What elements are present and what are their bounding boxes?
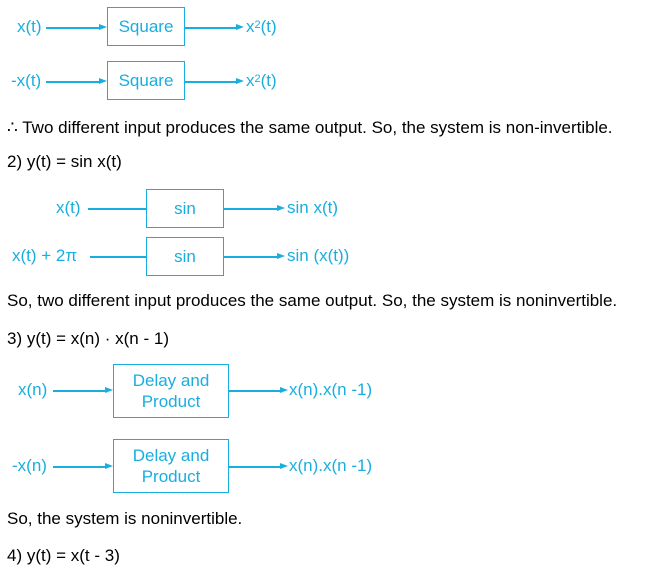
d2-row1-arrow-in	[88, 208, 147, 210]
d3-row1-arrowhead-out	[280, 387, 288, 393]
d3-row1-arrow-in	[53, 390, 106, 392]
d2-row1-arrow-out	[224, 208, 278, 210]
d2-row1-input: x(t)	[56, 198, 81, 217]
d2-row2-output: sin (x(t))	[287, 246, 350, 265]
d2-row2-sin-block: sin	[146, 237, 224, 276]
d1-row1-arrowhead-out	[236, 24, 244, 30]
d1-row2-block-label: Square	[118, 71, 174, 90]
d3-row1-output: x(n).x(n -1)	[289, 380, 373, 399]
d1-row1-arrow-out	[185, 27, 237, 29]
heading-3: 3) y(t) = x(n) · x(n - 1)	[7, 329, 169, 348]
d2-row1-arrowhead-out	[277, 205, 285, 211]
d3-row2-arrowhead-in	[105, 463, 113, 469]
d1-row2-arrow-out	[185, 81, 237, 83]
d2-row1-block-label: sin	[174, 199, 196, 218]
d2-row2-arrow-in	[90, 256, 147, 258]
conclusion-1: ∴ Two different input produces the same …	[7, 118, 613, 137]
d2-row1-sin-block: sin	[146, 189, 224, 228]
d1-row2-square-block: Square	[107, 61, 185, 100]
d2-row1-output: sin x(t)	[287, 198, 338, 217]
heading-4: 4) y(t) = x(t - 3)	[7, 546, 120, 565]
d3-row1-arrow-out	[229, 390, 281, 392]
d3-row1-arrowhead-in	[105, 387, 113, 393]
d3-row2-arrow-in	[53, 466, 106, 468]
d2-row2-arrow-out	[224, 256, 278, 258]
d3-row2-arrow-out	[229, 466, 281, 468]
conclusion-2: So, two different input produces the sam…	[7, 291, 618, 310]
d1-row2-output: x2(t)	[246, 71, 277, 90]
d3-row2-arrowhead-out	[280, 463, 288, 469]
d1-row2-input: -x(t)	[11, 71, 42, 90]
d1-row2-arrowhead-in	[99, 78, 107, 84]
conclusion-3: So, the system is noninvertible.	[7, 509, 243, 528]
d1-row1-input: x(t)	[17, 17, 42, 36]
d1-row1-arrow-in	[46, 27, 100, 29]
d2-row2-input: x(t) + 2π	[12, 246, 78, 265]
d1-row1-output: x2(t)	[246, 17, 277, 36]
d1-row2-arrow-in	[46, 81, 100, 83]
d3-row1-input: x(n)	[18, 380, 48, 399]
d3-row2-input: -x(n)	[12, 456, 47, 475]
d1-row1-square-block: Square	[107, 7, 185, 46]
heading-2: 2) y(t) = sin x(t)	[7, 152, 122, 171]
d3-row2-output: x(n).x(n -1)	[289, 456, 373, 475]
d2-row2-arrowhead-out	[277, 253, 285, 259]
d2-row2-block-label: sin	[174, 247, 196, 266]
d1-row2-arrowhead-out	[236, 78, 244, 84]
d1-row1-arrowhead-in	[99, 24, 107, 30]
d1-row1-block-label: Square	[118, 17, 174, 36]
